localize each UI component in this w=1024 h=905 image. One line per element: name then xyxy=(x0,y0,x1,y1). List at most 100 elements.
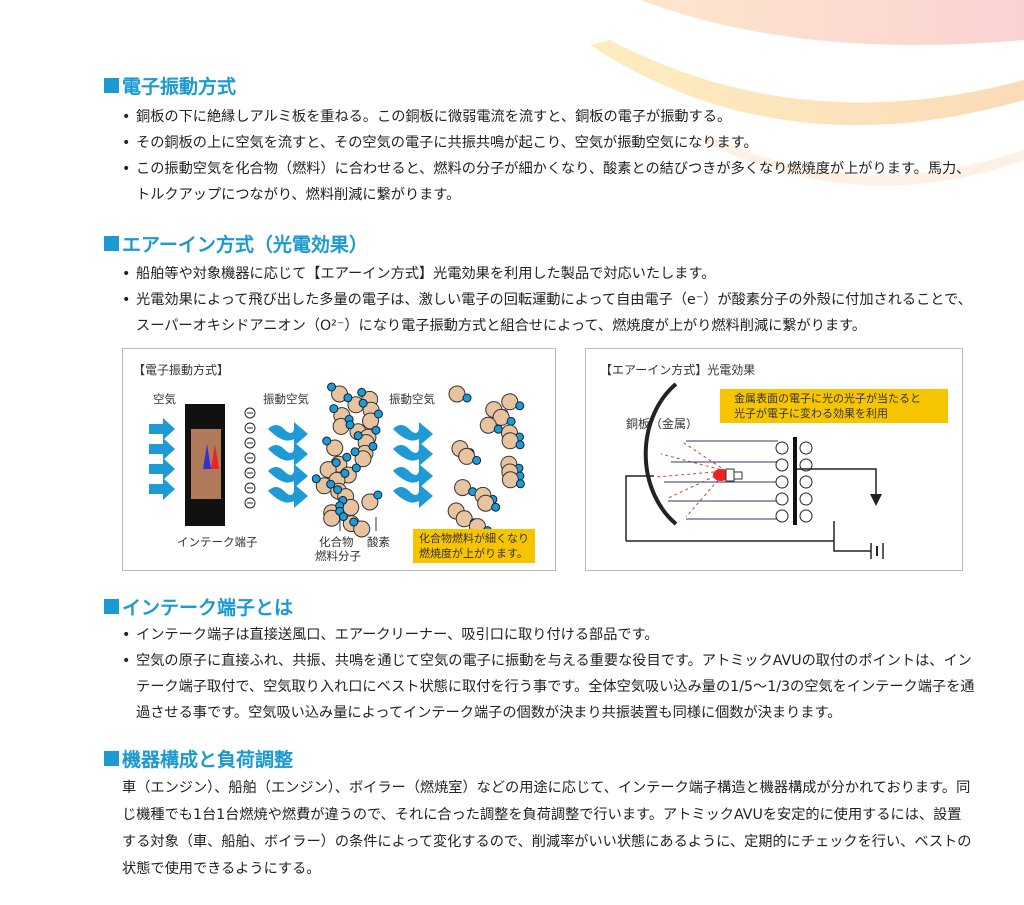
fuel-molecule xyxy=(477,494,495,512)
section-heading-air-in: エアーイン方式（光電効果） xyxy=(104,230,368,257)
note-box: 金属表面の電子に光の光子が当たると光子が電子に変わる効果を利用 xyxy=(720,389,948,423)
oxygen-atom xyxy=(515,401,525,411)
heading-square-icon xyxy=(104,751,119,766)
oxygen-atom xyxy=(326,479,336,489)
fuel-molecule xyxy=(353,520,371,538)
oxygen-atom xyxy=(342,452,352,462)
oxygen-atom xyxy=(515,479,525,489)
bullet-list: •銅板の下に絶縁しアルミ板を重ねる。この銅板に微弱電流を流すと、銅板の電子が振動… xyxy=(122,104,982,208)
heading-square-icon xyxy=(104,236,119,251)
bullet-list: •インテーク端子は直接送風口、エアークリーナー、吸引口に取り付ける部品です。 •… xyxy=(122,622,982,726)
figure-photoelectric-effect: 【エアーイン方式】光電効果 金属表面の電子に光の光子が当たると光子が電子に変わる… xyxy=(585,348,963,571)
heading-text: インテーク端子とは xyxy=(122,597,294,619)
wavy-arrow-icon xyxy=(268,422,308,446)
label-vibrating-air: 振動空気 xyxy=(389,392,435,406)
oxygen-atom xyxy=(358,398,368,408)
oxygen-atom xyxy=(472,455,482,465)
list-item: •インテーク端子は直接送風口、エアークリーナー、吸引口に取り付ける部品です。 xyxy=(122,622,982,648)
heading-square-icon xyxy=(104,78,119,93)
label-copper-plate: 銅板（金属） xyxy=(626,417,699,431)
list-item: •この振動空気を化合物（燃料）に合わせると、燃料の分子が細かくなり、酸素との結び… xyxy=(122,156,982,208)
fuel-molecule xyxy=(458,447,476,465)
list-item-text: 空気の原子に直接ふれ、共振、共鳴を通じて空気の電子に振動を与える重要な役目です。… xyxy=(136,653,975,721)
list-item: •その銅板の上に空気を流すと、その空気の電子に共振共鳴が起こり、空気が振動空気に… xyxy=(122,130,982,156)
note-line: 燃焼度が上がります。 xyxy=(419,547,528,560)
oxygen-atom xyxy=(333,485,343,495)
wavy-arrow-icon xyxy=(268,484,308,508)
wavy-arrow-icon xyxy=(393,484,433,508)
oxygen-atom xyxy=(373,490,383,500)
list-item: •空気の原子に直接ふれ、共振、共鳴を通じて空気の電子に振動を与える重要な役目です… xyxy=(122,648,982,726)
oxygen-atom xyxy=(371,425,381,435)
label-air: 空気 xyxy=(153,392,176,406)
section-heading-configuration: 機器構成と負荷調整 xyxy=(104,745,293,772)
list-item-text: 銅板の下に絶縁しアルミ板を重ねる。この銅板に微弱電流を流すと、銅板の電子が振動す… xyxy=(136,109,732,125)
heading-text: エアーイン方式（光電効果） xyxy=(122,234,368,256)
arrow-icon xyxy=(149,478,175,500)
note-box: 化合物燃料が細くなり燃焼度が上がります。 xyxy=(413,529,535,563)
heading-square-icon xyxy=(104,599,119,614)
list-item: •光電効果によって飛び出した多量の電子は、激しい電子の回転運動によって自由電子（… xyxy=(122,287,982,339)
oxygen-atom xyxy=(350,447,360,457)
oxygen-atom xyxy=(357,387,367,397)
list-item: •銅板の下に絶縁しアルミ板を重ねる。この銅板に微弱電流を流すと、銅板の電子が振動… xyxy=(122,104,982,130)
wavy-arrow-icon xyxy=(268,442,308,466)
oxygen-atom xyxy=(343,393,353,403)
oxygen-atom xyxy=(329,404,339,414)
wavy-arrow-icon xyxy=(393,464,433,488)
fuel-molecule xyxy=(501,432,519,450)
oxygen-atom xyxy=(515,440,525,450)
list-item-text: 光電効果によって飛び出した多量の電子は、激しい電子の回転運動によって自由電子（e… xyxy=(136,292,972,334)
oxygen-atom xyxy=(322,436,332,446)
label-fuel-molecule: 燃料分子 xyxy=(315,549,361,563)
fuel-molecule xyxy=(361,493,379,511)
label-compound: 化合物 xyxy=(319,535,354,549)
label-oxygen: 酸素 xyxy=(367,535,390,549)
oxygen-atom xyxy=(327,382,337,392)
fuel-molecule xyxy=(454,479,472,497)
figure-title: 【電子振動方式】 xyxy=(133,363,230,377)
fuel-molecule xyxy=(354,450,372,468)
figure-electron-vibration: 【電子振動方式】 空気 振動空気 振動空気 インテーク端子 化合物 燃料分子 酸… xyxy=(122,348,556,571)
fuel-molecule xyxy=(501,393,519,411)
list-item-text: この振動空気を化合物（燃料）に合わせると、燃料の分子が細かくなり、酸素との結びつ… xyxy=(136,161,971,203)
oxygen-atom xyxy=(353,431,363,441)
oxygen-atom xyxy=(338,512,348,522)
heading-text: 電子振動方式 xyxy=(122,76,237,98)
photoelectric-diagram xyxy=(625,382,884,559)
oxygen-atom xyxy=(491,502,501,512)
oxygen-atom xyxy=(351,463,361,473)
list-item-text: その銅板の上に空気を流すと、その空気の電子に共振共鳴が起こり、空気が振動空気にな… xyxy=(136,135,758,151)
list-item: •船舶等や対象機器に応じて【エアーイン方式】光電効果を利用した製品で対応いたしま… xyxy=(122,261,982,287)
note-line: 金属表面の電子に光の光子が当たると xyxy=(734,392,921,405)
arrow-icon xyxy=(149,418,175,440)
figure-title: 【エアーイン方式】光電効果 xyxy=(600,363,756,377)
list-item-text: 船舶等や対象機器に応じて【エアーイン方式】光電効果を利用した製品で対応いたします… xyxy=(136,266,716,282)
paragraph: 車（エンジン）、船舶（エンジン）、ボイラー（燃焼室）などの用途に応じて、インテー… xyxy=(122,780,972,877)
fuel-molecule xyxy=(326,439,344,457)
oxygen-atom xyxy=(462,393,472,403)
fuel-molecule xyxy=(479,416,497,434)
oxygen-atom xyxy=(506,416,516,426)
wavy-arrow-icon xyxy=(393,422,433,446)
oxygen-atom xyxy=(368,441,378,451)
oxygen-atom xyxy=(349,517,359,527)
heading-text: 機器構成と負荷調整 xyxy=(122,749,294,771)
fuel-molecule xyxy=(448,385,466,403)
oxygen-atom xyxy=(345,420,355,430)
red-wire xyxy=(211,444,219,469)
note-line: 化合物燃料が細くなり xyxy=(419,532,529,545)
bullet-list: •船舶等や対象機器に応じて【エアーイン方式】光電効果を利用した製品で対応いたしま… xyxy=(122,261,982,339)
fuel-molecule xyxy=(362,412,380,430)
oxygen-atom xyxy=(340,468,350,478)
oxygen-atom xyxy=(331,458,341,468)
note-line: 光子が電子に変わる効果を利用 xyxy=(734,407,888,420)
label-intake-terminal: インテーク端子 xyxy=(177,535,258,549)
label-vibrating-air: 振動空気 xyxy=(263,392,309,406)
arrow-icon xyxy=(149,458,175,480)
blue-wire xyxy=(203,444,211,469)
oxygen-atom xyxy=(374,409,384,419)
section-heading-intake-terminal: インテーク端子とは xyxy=(104,593,293,620)
wavy-arrow-icon xyxy=(393,442,433,466)
